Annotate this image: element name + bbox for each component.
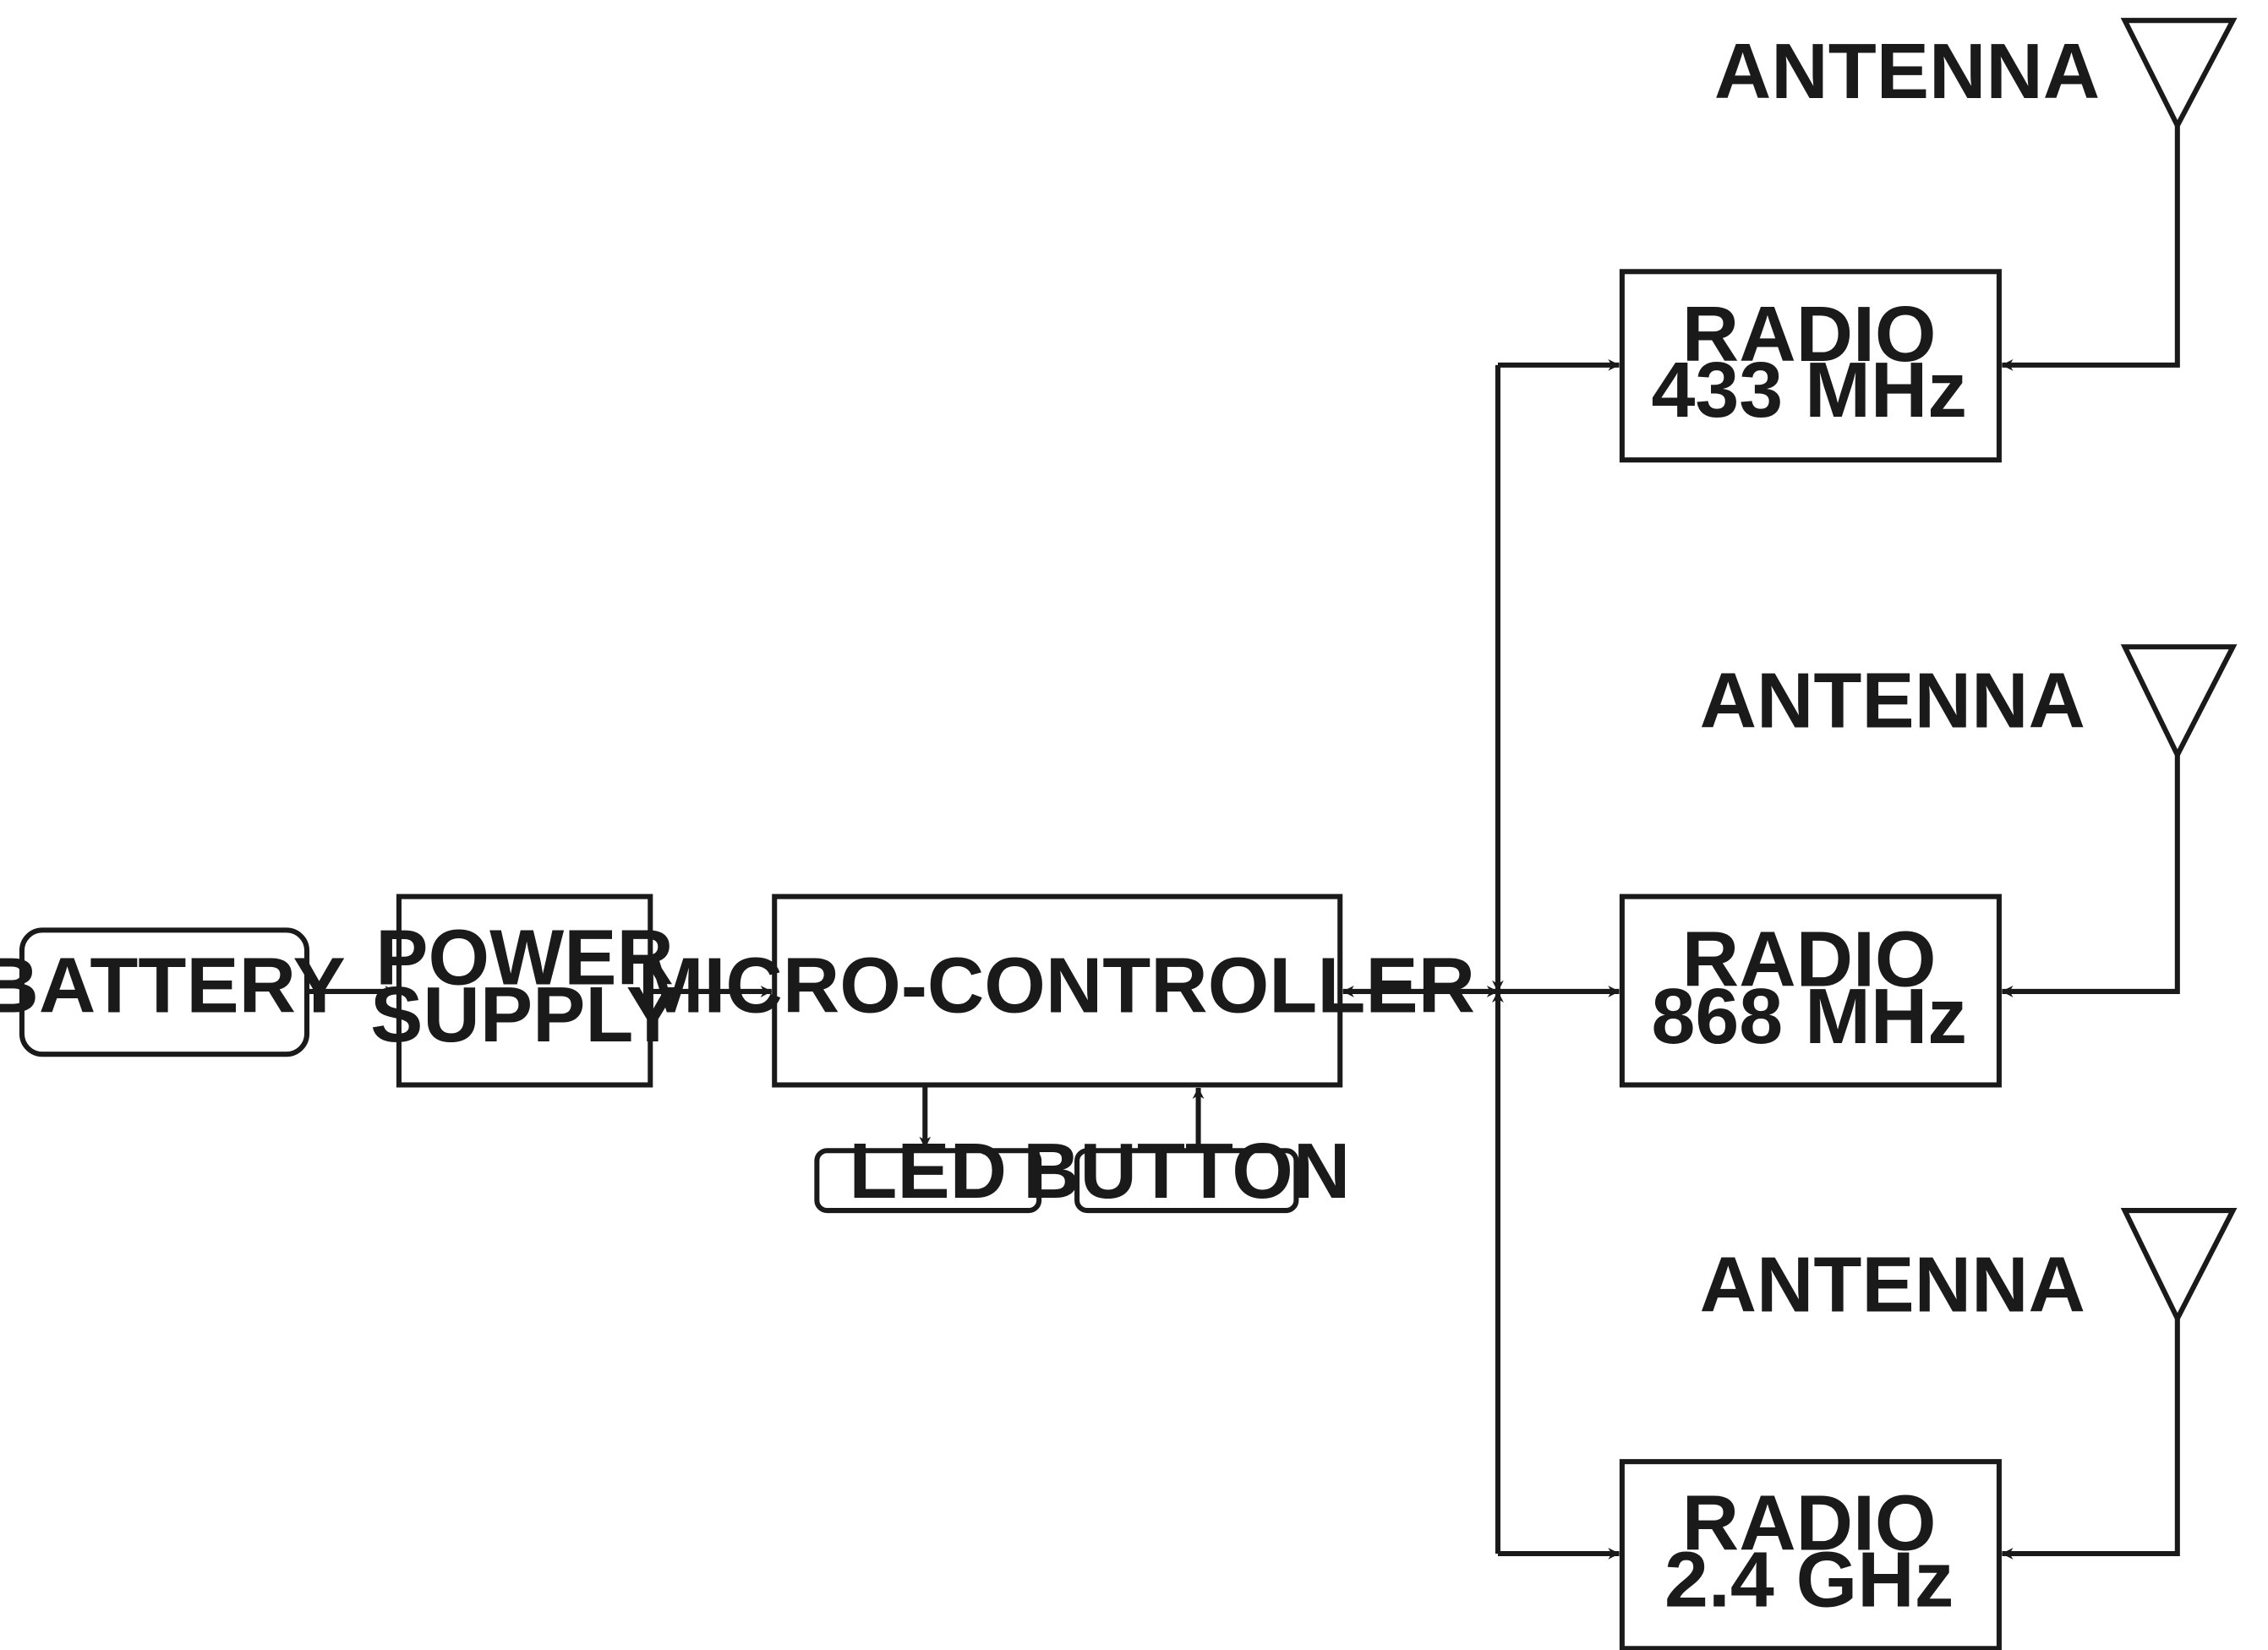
radio-433-block: RADIO 433 MHz — [1619, 269, 2002, 463]
power-supply-block: POWER SUPPLY — [370, 893, 679, 1088]
antenna-feed-433 — [2001, 125, 2180, 371]
antenna-feed-868 — [2001, 755, 2180, 997]
antenna-feed-24 — [2001, 1318, 2180, 1560]
led-label: LED — [849, 1127, 1007, 1215]
antenna-icon — [2120, 644, 2238, 761]
battery-block: BATTERY — [0, 927, 346, 1057]
button-block: BUTTON — [1023, 1127, 1350, 1215]
radio-24-block: RADIO 2.4 GHz — [1619, 1459, 2002, 1650]
antenna-icon — [2120, 18, 2238, 132]
radio-433-label-line1: RADIO — [1682, 290, 1937, 378]
antenna-868-label: ANTENNA — [1700, 657, 2085, 745]
radio-868-label-line1: RADIO — [1682, 915, 1937, 1003]
microcontroller-label: MICRO-CONTROLLER — [638, 942, 1475, 1030]
button-label: BUTTON — [1023, 1127, 1350, 1215]
radio-868-label-line2: 868 MHz — [1651, 972, 1966, 1060]
power-supply-label-line1: POWER — [375, 914, 674, 1002]
antenna-868: ANTENNA — [1700, 644, 2238, 761]
radio-24-label-line2: 2.4 GHz — [1664, 1536, 1954, 1624]
led-block: LED — [814, 1127, 1042, 1215]
radio-24-label-line1: RADIO — [1682, 1478, 1937, 1566]
antenna-icon — [2120, 1208, 2238, 1325]
antenna-433-label: ANTENNA — [1714, 27, 2100, 115]
radio-433-label-line2: 433 MHz — [1651, 346, 1966, 434]
radio-868-block: RADIO 868 MHz — [1619, 893, 2002, 1088]
battery-label: BATTERY — [0, 942, 346, 1030]
antenna-433: ANTENNA — [1714, 18, 2238, 132]
antenna-24: ANTENNA — [1700, 1208, 2238, 1329]
power-supply-label-line2: SUPPLY — [370, 970, 679, 1058]
microcontroller-block: MICRO-CONTROLLER — [638, 893, 1475, 1088]
antenna-24-label: ANTENNA — [1700, 1241, 2085, 1329]
